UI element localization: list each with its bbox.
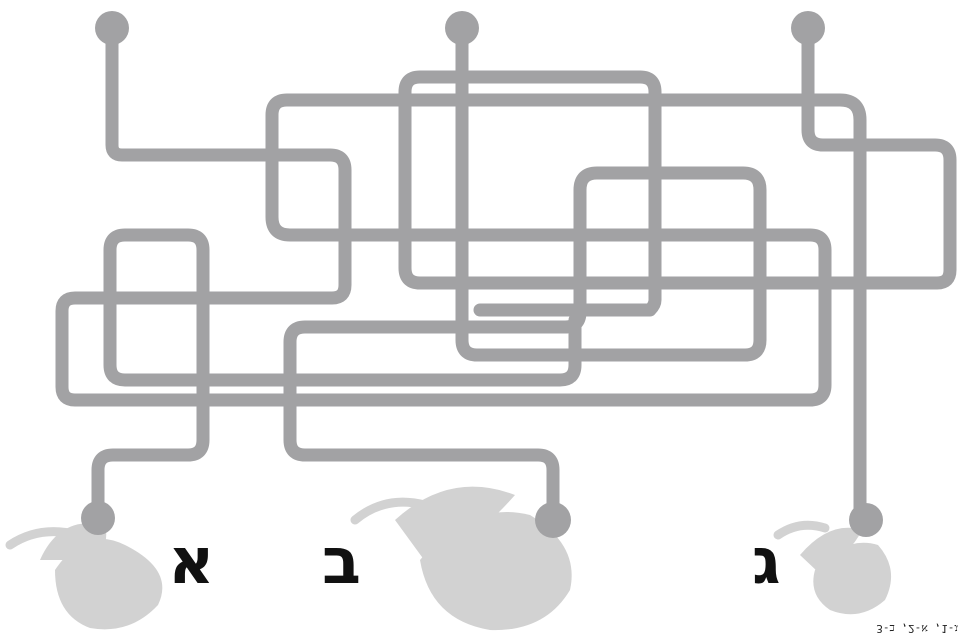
- start-dot-1: [95, 11, 129, 45]
- answer-key: ג-1, א-2, ב-3: [876, 622, 958, 635]
- maze-path-3: [398, 21, 957, 317]
- maze-path-2: [283, 21, 767, 522]
- label-alef: א: [168, 525, 215, 599]
- acorn-icon-b: [350, 486, 572, 631]
- label-bet: ב: [322, 525, 362, 599]
- maze-path-1: [55, 21, 867, 522]
- label-gimel: ג: [752, 525, 781, 599]
- start-dot-2: [445, 11, 479, 45]
- maze-path-4: [91, 228, 582, 522]
- start-dot-3: [791, 11, 825, 45]
- acorn-icon-c: [773, 503, 892, 615]
- acorn-icon-a: [5, 501, 163, 630]
